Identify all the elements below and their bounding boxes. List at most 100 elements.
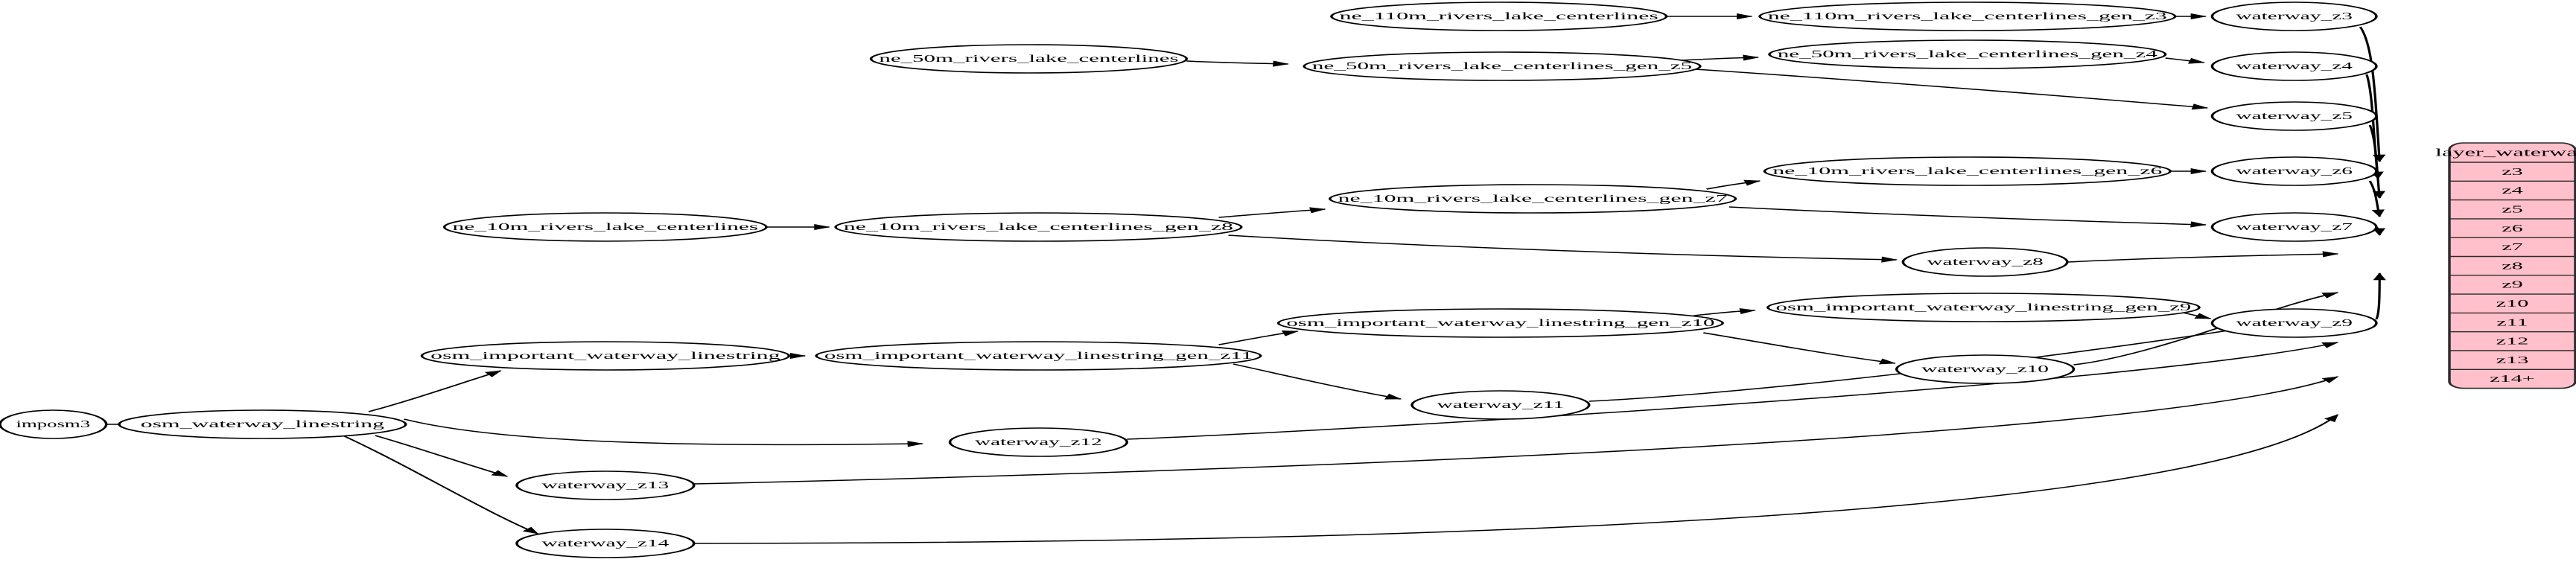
node-label: waterway_z4 <box>2236 60 2353 71</box>
arrowhead-icon <box>2187 57 2206 64</box>
node-ww_z10[interactable]: waterway_z10 <box>1895 354 2076 384</box>
arrowhead-icon <box>1878 358 1897 365</box>
node-label: osm_waterway_linestring <box>141 418 384 430</box>
node-label: osm_important_waterway_linestring_gen_z1… <box>824 350 1253 361</box>
layer-waterway-record[interactable] <box>2448 142 2576 389</box>
node-ne10m_z8[interactable]: ne_10m_rivers_lake_centerlines_gen_z8 <box>834 212 1243 242</box>
edge-ne10m_z8-to-ne10m_z7 <box>1218 208 1326 218</box>
edge-ww_z5-to-layer_waterway-z5 <box>2368 124 2381 199</box>
node-ww_z11[interactable]: waterway_z11 <box>1411 390 1591 420</box>
arrowhead-icon <box>2191 103 2209 110</box>
node-shape <box>2210 308 2378 338</box>
arrowhead-icon <box>814 223 831 231</box>
node-ww_z3[interactable]: waterway_z3 <box>2210 1 2378 31</box>
node-label: ne_10m_rivers_lake_centerlines_gen_z6 <box>1772 165 2162 176</box>
node-shape <box>2210 156 2378 186</box>
arrowhead-icon <box>2194 313 2212 319</box>
edge-ww_z14-to-layer_waterway-z14 <box>693 414 2339 544</box>
edge-ne50m_z5-to-ww_z5 <box>1695 68 2208 109</box>
node-imposm3[interactable]: imposm3 <box>0 409 108 439</box>
edge-ne10m_z7-to-ww_z7 <box>1729 206 2206 226</box>
node-shape <box>815 341 1262 371</box>
node-label: ne_10m_rivers_lake_centerlines_gen_z7 <box>1338 193 1728 204</box>
arrowhead-icon <box>1739 307 1757 315</box>
edge-ww_z13-to-layer_waterway-z13 <box>693 376 2339 485</box>
node-label: osm_important_waterway_linestring <box>430 350 780 361</box>
node-shape <box>1895 354 2076 384</box>
edge-ww_z12-to-layer_waterway-z12 <box>1127 342 2338 440</box>
arrowhead-icon <box>907 441 924 447</box>
edge-osm_iwl_z11-to-ww_z11 <box>1233 363 1402 400</box>
node-shape <box>1411 390 1591 420</box>
node-label: waterway_z14 <box>542 537 670 549</box>
arrowhead-icon <box>1737 13 1753 20</box>
node-ne50m[interactable]: ne_50m_rivers_lake_centerlines <box>869 44 1189 74</box>
edge-ne10m_z8-to-ww_z8 <box>1228 234 1897 261</box>
node-shape <box>420 341 791 371</box>
node-label: waterway_z5 <box>2236 110 2352 121</box>
edge-ww_z10-to-layer_waterway-z10 <box>2073 292 2338 366</box>
node-label: ne_10m_rivers_lake_centerlines_gen_z8 <box>844 221 1233 232</box>
node-label: waterway_z11 <box>1437 399 1565 410</box>
node-ww_z13[interactable]: waterway_z13 <box>515 470 696 500</box>
node-shape <box>948 427 1129 457</box>
node-ne110m[interactable]: ne_110m_rivers_lake_centerlines <box>1330 1 1668 31</box>
node-ne10m_z6[interactable]: ne_10m_rivers_lake_centerlines_gen_z6 <box>1763 156 2172 186</box>
node-label: waterway_z6 <box>2236 165 2353 176</box>
edge-osm_wl-to-ww_z14 <box>343 435 539 535</box>
record-row-label-z14: z14+ <box>2490 373 2535 384</box>
node-ne10m_z7[interactable]: ne_10m_rivers_lake_centerlines_gen_z7 <box>1328 184 1737 214</box>
node-ne50m_z4[interactable]: ne_50m_rivers_lake_centerlines_gen_z4 <box>1768 39 2167 69</box>
node-label: waterway_z7 <box>2236 221 2353 232</box>
node-ww_z5[interactable]: waterway_z5 <box>2210 101 2378 131</box>
arrowhead-icon <box>1743 54 1760 61</box>
node-ww_z7[interactable]: waterway_z7 <box>2210 212 2378 242</box>
node-osm_wl[interactable]: osm_waterway_linestring <box>118 409 407 439</box>
node-ww_z4[interactable]: waterway_z4 <box>2210 51 2378 81</box>
node-shape <box>442 212 768 242</box>
node-shape <box>1763 156 2172 186</box>
node-label: ne_110m_rivers_lake_centerlines_gen_z3 <box>1768 10 2167 22</box>
node-shape <box>1768 39 2167 69</box>
edge-ww_z8-to-layer_waterway-z8 <box>2067 253 2338 263</box>
node-ww_z8[interactable]: waterway_z8 <box>1901 247 2069 277</box>
node-ww_z12[interactable]: waterway_z12 <box>948 427 1129 457</box>
edge-osm_wl-to-ww_z12 <box>403 418 923 446</box>
node-label: ne_50m_rivers_lake_centerlines_gen_z4 <box>1778 48 2157 60</box>
node-label: ne_110m_rivers_lake_centerlines <box>1340 10 1659 22</box>
node-shape <box>1766 293 2201 322</box>
node-ww_z14[interactable]: waterway_z14 <box>515 529 696 558</box>
node-ww_z9[interactable]: waterway_z9 <box>2210 308 2378 338</box>
arrowhead-icon <box>491 470 509 477</box>
record-row-label-z5: z5 <box>2502 204 2523 215</box>
node-osm_iwl_z10[interactable]: osm_important_waterway_linestring_gen_z1… <box>1276 308 1724 338</box>
arrowhead-icon <box>1743 179 1761 186</box>
node-ww_z6[interactable]: waterway_z6 <box>2210 156 2378 186</box>
node-ne110m_z3[interactable]: ne_110m_rivers_lake_centerlines_gen_z3 <box>1758 1 2177 31</box>
node-osm_iwl_z9[interactable]: osm_important_waterway_linestring_gen_z9 <box>1766 293 2201 322</box>
node-osm_iwl[interactable]: osm_important_waterway_linestring <box>420 341 791 371</box>
node-label: waterway_z12 <box>975 436 1102 447</box>
arrowhead-icon <box>1384 393 1402 400</box>
node-shape <box>2210 101 2378 131</box>
node-label: ne_50m_rivers_lake_centerlines <box>879 53 1178 64</box>
arrowhead-icon <box>2324 414 2338 422</box>
record-node-layer: layer_waterwayz3z4z5z6z7z8z9z10z11z12z13… <box>2435 142 2576 389</box>
node-ne10m[interactable]: ne_10m_rivers_lake_centerlines <box>442 212 768 242</box>
node-shape <box>1330 1 1668 31</box>
node-shape <box>2210 1 2378 31</box>
record-row-label-z7: z7 <box>2502 241 2523 252</box>
edge-osm_iwl_z10-to-ww_z10 <box>1702 332 1895 364</box>
node-label: waterway_z8 <box>1927 256 2043 267</box>
edge-ne50m-to-ne50m_z5 <box>1186 60 1288 65</box>
node-label: ne_10m_rivers_lake_centerlines <box>452 221 758 232</box>
node-label: imposm3 <box>16 418 91 430</box>
node-osm_iwl_z11[interactable]: osm_important_waterway_linestring_gen_z1… <box>815 341 1262 371</box>
arrowhead-icon <box>1273 60 1290 67</box>
arrowhead-icon <box>522 526 539 535</box>
node-shape <box>1901 247 2069 277</box>
node-label: osm_important_waterway_linestring_gen_z1… <box>1286 317 1714 328</box>
node-ne50m_z5[interactable]: ne_50m_rivers_lake_centerlines_gen_z5 <box>1303 51 1702 81</box>
node-shape <box>1276 308 1724 338</box>
arrowhead-icon <box>2321 292 2339 299</box>
